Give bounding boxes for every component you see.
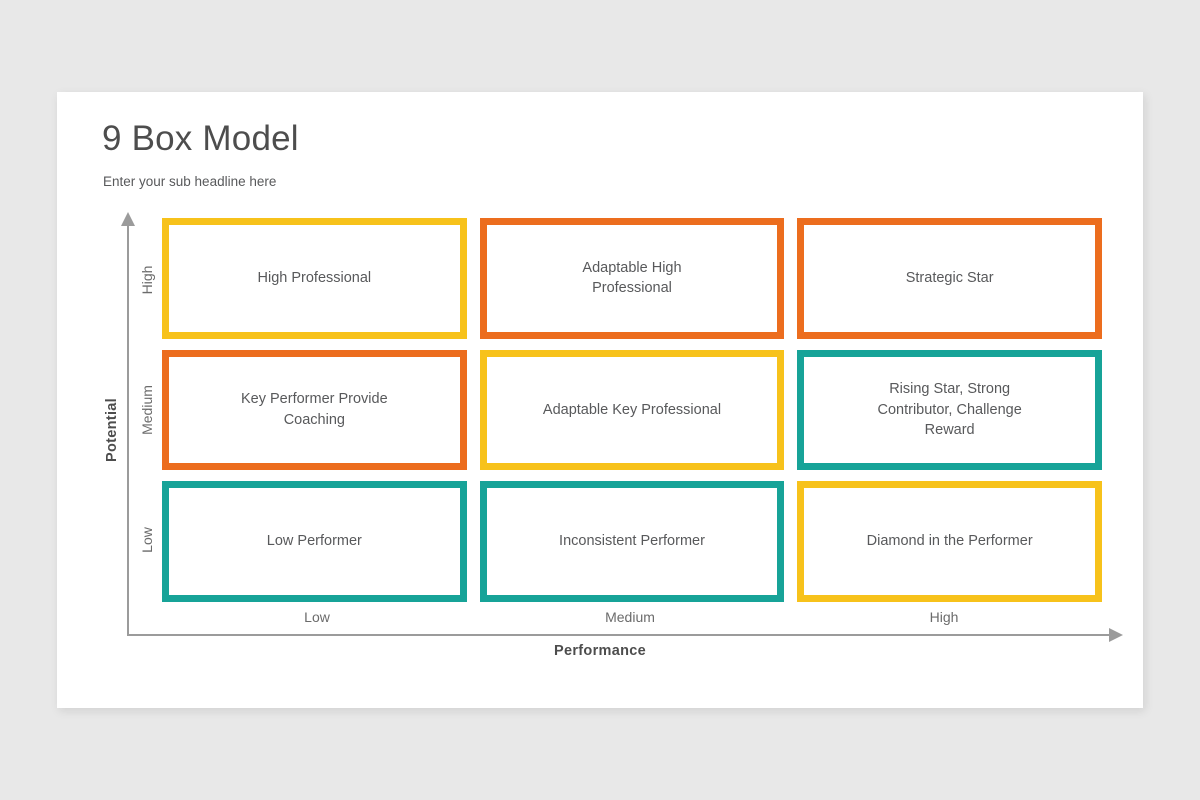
nine-box-cell[interactable]: High Professional <box>162 218 467 339</box>
x-axis-tick-low: Low <box>304 609 330 625</box>
nine-box-cell[interactable]: Inconsistent Performer <box>479 481 785 602</box>
page-title: 9 Box Model <box>102 119 299 158</box>
x-axis-tick-high: High <box>929 609 959 625</box>
page-subtitle: Enter your sub headline here <box>103 174 277 189</box>
nine-box-grid: High Professional Adaptable High Professi… <box>162 218 1102 602</box>
x-axis-arrow-icon <box>1109 628 1123 642</box>
nine-box-cell[interactable]: Strategic Star <box>797 218 1102 339</box>
nine-box-cell[interactable]: Rising Star, Strong Contributor, Challen… <box>797 349 1102 471</box>
nine-box-cell[interactable]: Adaptable High Professional <box>479 218 785 339</box>
x-axis-line <box>127 634 1115 636</box>
nine-box-cell-label: Diamond in the Performer <box>866 533 1033 550</box>
nine-box-cell-label: Low Performer <box>266 533 362 550</box>
nine-box-cell[interactable]: Key Performer Provide Coaching <box>162 349 467 471</box>
nine-box-cell-label: Inconsistent Performer <box>559 533 705 550</box>
nine-box-cell-label: Key Performer Provide Coaching <box>240 391 388 428</box>
y-axis-tick-low: Low <box>139 527 155 553</box>
nine-box-cell-label: Rising Star, Strong Contributor, Challen… <box>877 381 1022 439</box>
nine-box-cell-label: High Professional <box>257 270 372 287</box>
nine-box-cell-label: Strategic Star <box>905 270 994 287</box>
y-axis-tick-high: High <box>139 265 155 295</box>
nine-box-cell[interactable]: Adaptable Key Professional <box>479 349 785 471</box>
nine-box-cell[interactable]: Diamond in the Performer <box>797 481 1102 602</box>
y-axis-line <box>127 224 129 636</box>
y-axis-tick-medium: Medium <box>139 385 155 435</box>
x-axis-tick-medium: Medium <box>605 609 655 625</box>
x-axis-title: Performance <box>554 643 646 659</box>
nine-box-cell-label: Adaptable High Professional <box>582 259 682 297</box>
nine-box-cell[interactable]: Low Performer <box>162 481 467 602</box>
slide-card: 9 Box Model Enter your sub headline here… <box>57 92 1143 708</box>
y-axis-title: Potential <box>104 398 120 462</box>
y-axis-arrow-icon <box>121 212 135 226</box>
nine-box-cell-label: Adaptable Key Professional <box>542 401 722 418</box>
